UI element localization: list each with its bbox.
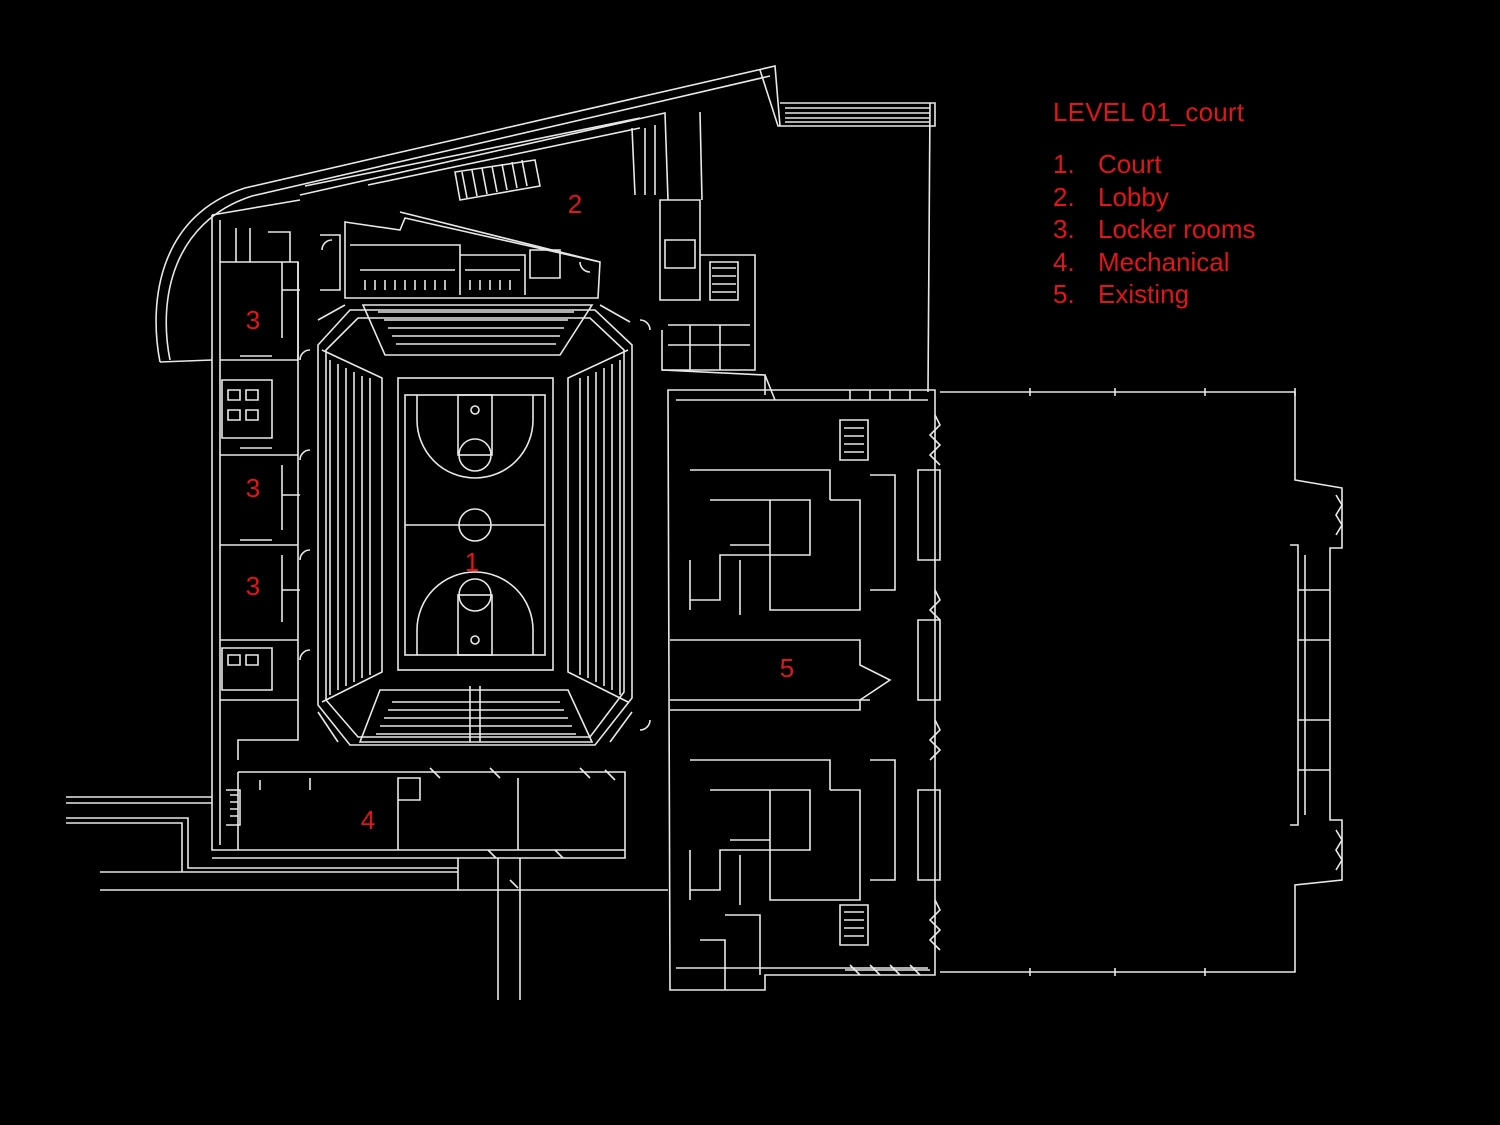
- existing-building: [667, 374, 942, 991]
- arena-bowl: [317, 304, 633, 746]
- legend-title: LEVEL 01_court: [1053, 97, 1245, 127]
- legend-item-label: Lobby: [1098, 181, 1169, 212]
- door-swings: [299, 239, 651, 731]
- room-label-locker-b: 3: [246, 473, 260, 503]
- legend-item-label: Mechanical: [1098, 246, 1230, 277]
- legend-item-existing: 5. Existing: [1053, 278, 1256, 311]
- legend-item-court: 1. Court: [1053, 148, 1256, 181]
- locker-wing: [211, 199, 625, 851]
- room-label-mechanical: 4: [361, 805, 375, 835]
- mechanical-wing: [212, 767, 668, 1000]
- legend-item-number: 3.: [1053, 214, 1075, 245]
- site-lines: [66, 796, 458, 891]
- legend-item-lobby: 2. Lobby: [1053, 181, 1256, 214]
- legend-item-mechanical: 4. Mechanical: [1053, 246, 1256, 279]
- room-label-lobby: 2: [568, 189, 582, 219]
- north-facade: [155, 65, 936, 393]
- basketball-court: [397, 377, 554, 671]
- legend-item-label: Existing: [1098, 279, 1190, 310]
- east-core: [659, 199, 766, 395]
- room-labels: 1 2 3 3 3 4 5: [246, 189, 794, 835]
- legend-item-number: 5.: [1053, 279, 1075, 310]
- legend-item-label: Locker rooms: [1098, 214, 1256, 245]
- lobby-restrooms: [320, 211, 601, 299]
- room-label-locker-a: 3: [246, 305, 260, 335]
- legend-item-number: 2.: [1053, 181, 1075, 212]
- legend-list: 1. Court 2. Lobby 3. Locker rooms 4. Mechani…: [1053, 148, 1256, 311]
- legend-item-locker-rooms: 3. Locker rooms: [1053, 213, 1256, 246]
- room-label-court: 1: [465, 547, 479, 577]
- room-label-locker-c: 3: [246, 571, 260, 601]
- legend: LEVEL 01_court 1. Court 2. Lobby 3. Locker …: [1053, 97, 1256, 311]
- legend-item-number: 4.: [1053, 246, 1075, 277]
- legend-item-label: Court: [1098, 149, 1162, 179]
- existing-hall: [940, 388, 1343, 976]
- legend-item-number: 1.: [1053, 149, 1075, 179]
- room-label-existing: 5: [780, 653, 794, 683]
